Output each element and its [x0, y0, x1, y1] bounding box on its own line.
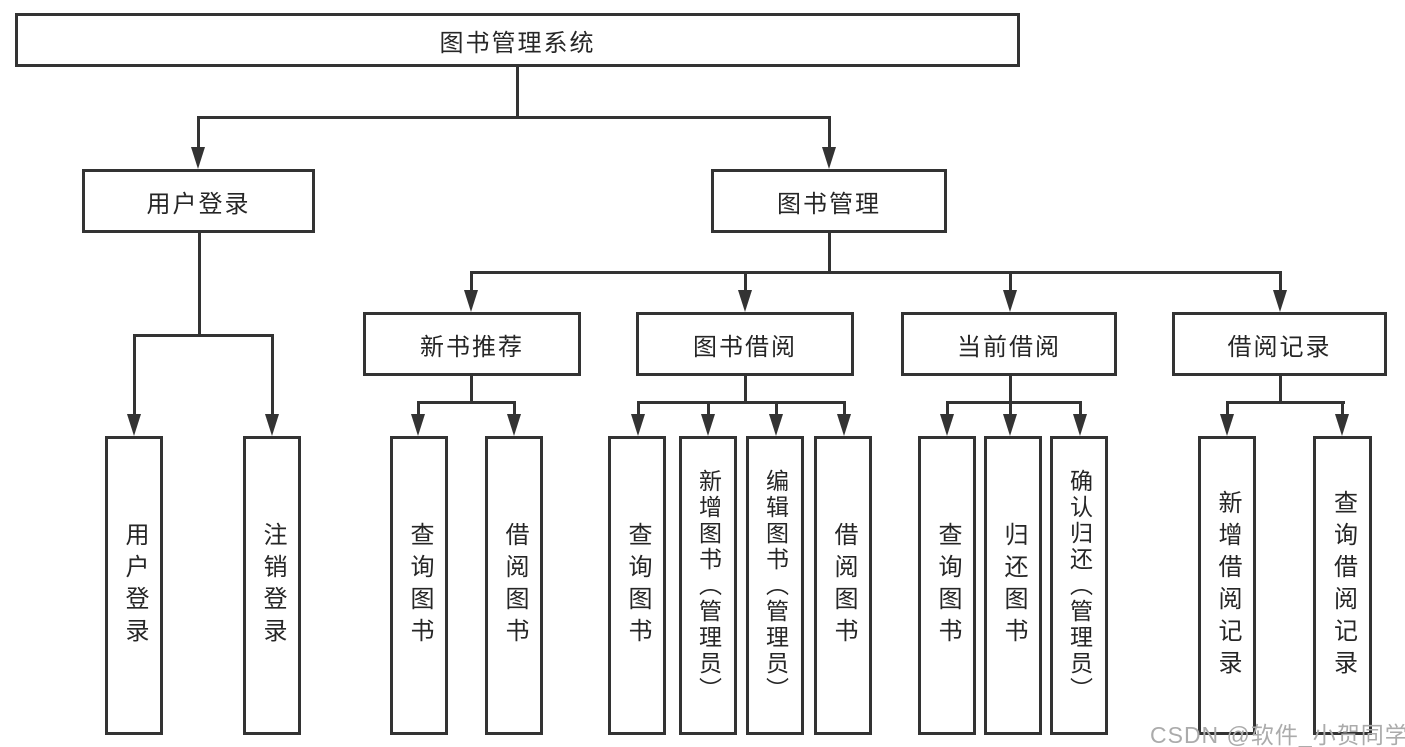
node-leaf-borrow-books: 借阅图书: [814, 436, 872, 735]
connector-stem-leaf: [1079, 401, 1082, 416]
node-user-login: 用户登录: [82, 169, 315, 233]
node-leaf-add-book-admin: 新增图书（管理员）: [679, 436, 737, 735]
arrow-down-icon: [411, 414, 425, 436]
connector-stem-leaf: [133, 334, 136, 416]
arrow-down-icon: [940, 414, 954, 436]
arrow-down-icon: [1220, 414, 1234, 436]
connector-book-borrow-split: [637, 401, 846, 404]
node-book-borrow: 图书借阅: [636, 312, 854, 376]
connector-stem-leaf: [417, 401, 420, 416]
node-current-borrow: 当前借阅: [901, 312, 1117, 376]
node-leaf-borrow-books: 借阅图书: [485, 436, 543, 735]
connector-current-borrow-split: [946, 401, 1082, 404]
connector-root-trunk: [516, 67, 519, 118]
connector-stem-current-borrow: [1009, 271, 1012, 293]
arrow-down-icon: [769, 414, 783, 436]
connector-stem-leaf: [1341, 401, 1344, 416]
node-leaf-user-login: 用户登录: [105, 436, 163, 735]
arrow-down-icon: [1073, 414, 1087, 436]
connector-stem-book-borrow: [744, 271, 747, 293]
arrow-down-icon: [507, 414, 521, 436]
arrow-down-icon: [1273, 290, 1287, 312]
node-leaf-confirm-return-admin: 确认归还（管理员）: [1050, 436, 1108, 735]
connector-level1-split: [197, 116, 831, 119]
arrow-down-icon: [1335, 414, 1349, 436]
arrow-down-icon: [701, 414, 715, 436]
connector-stem-leaf: [637, 401, 640, 416]
connector-stem-leaf: [271, 334, 274, 416]
arrow-down-icon: [837, 414, 851, 436]
connector-stem-user-login: [197, 116, 200, 149]
arrow-down-icon: [191, 147, 205, 169]
connector-borrow-records-trunk: [1279, 375, 1282, 404]
arrow-down-icon: [265, 414, 279, 436]
connector-book-management-trunk: [828, 232, 831, 274]
connector-stem-leaf: [1009, 401, 1012, 416]
node-leaf-return-book: 归还图书: [984, 436, 1042, 735]
node-borrow-records: 借阅记录: [1172, 312, 1387, 376]
connector-new-book-trunk: [470, 375, 473, 404]
connector-stem-leaf: [775, 401, 778, 416]
arrow-down-icon: [1003, 290, 1017, 312]
connector-stem-leaf: [843, 401, 846, 416]
connector-user-login-split: [133, 334, 274, 337]
connector-stem-book-management: [828, 116, 831, 149]
connector-stem-leaf: [946, 401, 949, 416]
node-leaf-query-books: 查询图书: [390, 436, 448, 735]
node-book-management: 图书管理: [711, 169, 947, 233]
arrow-down-icon: [464, 290, 478, 312]
arrow-down-icon: [738, 290, 752, 312]
node-leaf-edit-book-admin: 编辑图书（管理员）: [746, 436, 804, 735]
connector-stem-borrow-records: [1279, 271, 1282, 293]
connector-stem-leaf: [513, 401, 516, 416]
connector-current-borrow-trunk: [1009, 375, 1012, 404]
node-leaf-logout: 注销登录: [243, 436, 301, 735]
node-leaf-add-borrow-record: 新增借阅记录: [1198, 436, 1256, 735]
csdn-watermark: CSDN @软件_小贺同学: [1150, 722, 1405, 747]
node-new-book-recommend: 新书推荐: [363, 312, 581, 376]
node-root: 图书管理系统: [15, 13, 1020, 67]
arrow-down-icon: [1003, 414, 1017, 436]
connector-stem-leaf: [707, 401, 710, 416]
connector-new-book-split: [417, 401, 516, 404]
node-leaf-query-borrow-record: 查询借阅记录: [1313, 436, 1372, 735]
connector-stem-leaf: [1226, 401, 1229, 416]
connector-book-borrow-trunk: [744, 375, 747, 404]
node-leaf-query-books: 查询图书: [918, 436, 976, 735]
connector-stem-new-book: [470, 271, 473, 293]
connector-user-login-trunk: [198, 232, 201, 337]
arrow-down-icon: [127, 414, 141, 436]
node-leaf-query-books: 查询图书: [608, 436, 666, 735]
arrow-down-icon: [631, 414, 645, 436]
connector-level2-split: [470, 271, 1281, 274]
arrow-down-icon: [822, 147, 836, 169]
connector-borrow-records-split: [1226, 401, 1345, 404]
